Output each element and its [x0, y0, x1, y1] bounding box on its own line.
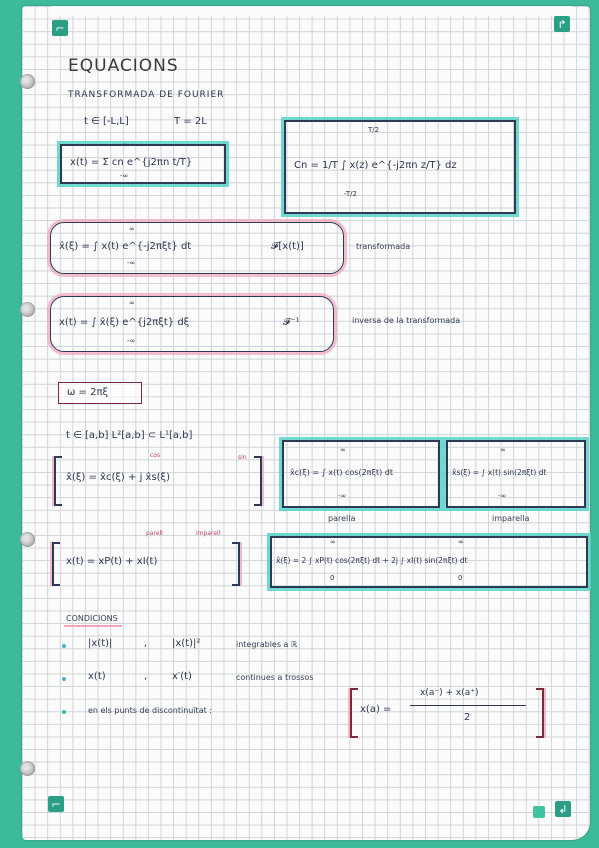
period-text: T = 2L [174, 116, 207, 127]
coefficients-formula: Cn = 1/T ∫ x(z) e^{-j2πn z/T} dz [294, 160, 457, 171]
right-bracket [232, 542, 240, 586]
integral-upper-limit: ∞ [340, 446, 346, 454]
condition-2-c: continues a trossos [236, 673, 314, 682]
integral-upper-limit: ∞ [500, 446, 506, 454]
imparell-annotation: imparell [196, 530, 221, 537]
integral-upper-limit: ∞ [330, 538, 336, 546]
transform-formula: x̂(ξ) = ∫ x(t) e^{-j2πξt} dt [59, 241, 192, 252]
bullet-icon [62, 644, 66, 648]
transform-label: transformada [356, 242, 411, 251]
inverse-transform-box: ∞ x(t) = ∫ x̂(ξ) e^{j2πξt} dξ 𝓕⁻¹ -∞ [50, 296, 334, 352]
integral-lower-limit: -∞ [338, 492, 347, 500]
parella-label: parella [328, 514, 356, 523]
sum-lower-limit: -∞ [120, 172, 129, 180]
right-bracket [536, 688, 544, 738]
condition-2-a: x(t) [88, 671, 106, 682]
notebook-page: ⌐ ↱ ⌐ ↲ EQUACIONS TRANSFORMADA DE FOURIE… [20, 6, 590, 840]
condition-1-c: integrables a ℝ [236, 640, 298, 649]
top-right-corner-icon: ↱ [554, 16, 570, 32]
parell-annotation: parell [146, 530, 163, 537]
even-odd-formula: x(t) = xP(t) + xI(t) [66, 556, 158, 567]
condition-3-a: en els punts de discontinuïtat : [88, 706, 212, 715]
page-title: EQUACIONS [68, 56, 179, 76]
inverse-transform-formula: x(t) = ∫ x̂(ξ) e^{j2πξt} dξ [59, 317, 190, 328]
binder-hole-icon [20, 761, 35, 776]
binder-hole-icon [20, 532, 35, 547]
conditions-heading: CONDICIONS [66, 614, 118, 623]
condition-2-sep: , [144, 671, 148, 682]
integral-upper-limit: ∞ [129, 299, 135, 307]
conditions-underline [64, 625, 122, 627]
bottom-square-icon [533, 806, 545, 818]
even-odd-transform-formula: x̂(ξ) = 2 ∫ xP(t) cos(2πξt) dt + 2j ∫ xI… [276, 556, 468, 565]
discontinuity-lhs: x(a) = [360, 704, 392, 715]
interval-text: t ∈ [-L,L] [84, 116, 129, 127]
integral-upper-limit: T/2 [368, 126, 380, 134]
even-odd-transform-box: ∞ ∞ x̂(ξ) = 2 ∫ xP(t) cos(2πξt) dt + 2j … [270, 536, 588, 588]
sin-annotation: sin [238, 454, 247, 461]
left-bracket [52, 542, 60, 586]
bottom-left-corner-icon: ⌐ [48, 796, 64, 812]
fourier-series-formula: x(t) = Σ cn e^{j2πn t/T} [70, 157, 193, 168]
sin-transform-formula: x̂s(ξ) = ∫ x(t) sin(2πξt) dt [452, 468, 547, 477]
fourier-series-box: ∞ x(t) = Σ cn e^{j2πn t/T} -∞ [60, 141, 226, 184]
decomposition-formula: x̂(ξ) = x̂c(ξ) + j x̂s(ξ) [66, 472, 171, 483]
integral-upper-limit-2: ∞ [458, 538, 464, 546]
bullet-icon [62, 677, 66, 681]
page-header-strip [52, 6, 572, 16]
integral-lower-limit: -∞ [127, 259, 136, 267]
discontinuity-denominator: 2 [464, 712, 471, 723]
cos-transform-box: ∞ x̂c(ξ) = ∫ x(t) cos(2πξt) dt -∞ [282, 440, 440, 508]
left-bracket [350, 688, 358, 738]
omega-box: ω = 2πξ [58, 382, 142, 404]
inverse-label: inversa de la transformada [352, 316, 461, 325]
binder-hole-icon [20, 302, 35, 317]
integral-lower-limit: -∞ [498, 492, 507, 500]
condition-2-b: x′(t) [172, 671, 192, 682]
inverse-operator: 𝓕⁻¹ [283, 317, 300, 328]
binder-hole-icon [20, 74, 35, 89]
condition-1-b: |x(t)|² [172, 638, 201, 649]
omega-formula: ω = 2πξ [67, 387, 109, 398]
condition-1-a: |x(t)| [88, 638, 113, 649]
coefficients-box: T/2 Cn = 1/T ∫ x(z) e^{-j2πn z/T} dz -T/… [284, 120, 516, 214]
sin-transform-box: ∞ x̂s(ξ) = ∫ x(t) sin(2πξt) dt -∞ [446, 440, 586, 508]
integral-lower-limit: -∞ [127, 337, 136, 345]
right-bracket [254, 456, 262, 506]
left-bracket [54, 456, 62, 506]
imparella-label: imparella [492, 514, 530, 523]
cos-annotation: cos [150, 452, 161, 459]
top-left-corner-icon: ⌐ [52, 20, 68, 36]
fraction-line [410, 705, 526, 706]
integral-upper-limit: ∞ [129, 225, 135, 233]
cos-transform-formula: x̂c(ξ) = ∫ x(t) cos(2πξt) dt [290, 468, 393, 477]
bottom-right-corner-icon: ↲ [555, 801, 571, 817]
integral-lower-limit: 0 [330, 574, 335, 582]
condition-1-sep: , [144, 638, 148, 649]
integral-lower-limit-2: 0 [458, 574, 463, 582]
transform-operator: 𝓕[x(t)] [271, 241, 304, 252]
bullet-icon [62, 710, 66, 714]
transform-box: ∞ x̂(ξ) = ∫ x(t) e^{-j2πξt} dt 𝓕[x(t)] -… [50, 222, 344, 274]
sum-upper-limit: ∞ [122, 141, 128, 149]
page-subtitle: TRANSFORMADA DE FOURIER [68, 90, 225, 100]
discontinuity-numerator: x(a⁻) + x(a⁺) [420, 688, 479, 698]
integral-lower-limit: -T/2 [344, 190, 357, 198]
spaces-text: t ∈ [a,b] L²[a,b] ⊂ L¹[a,b] [66, 430, 193, 441]
